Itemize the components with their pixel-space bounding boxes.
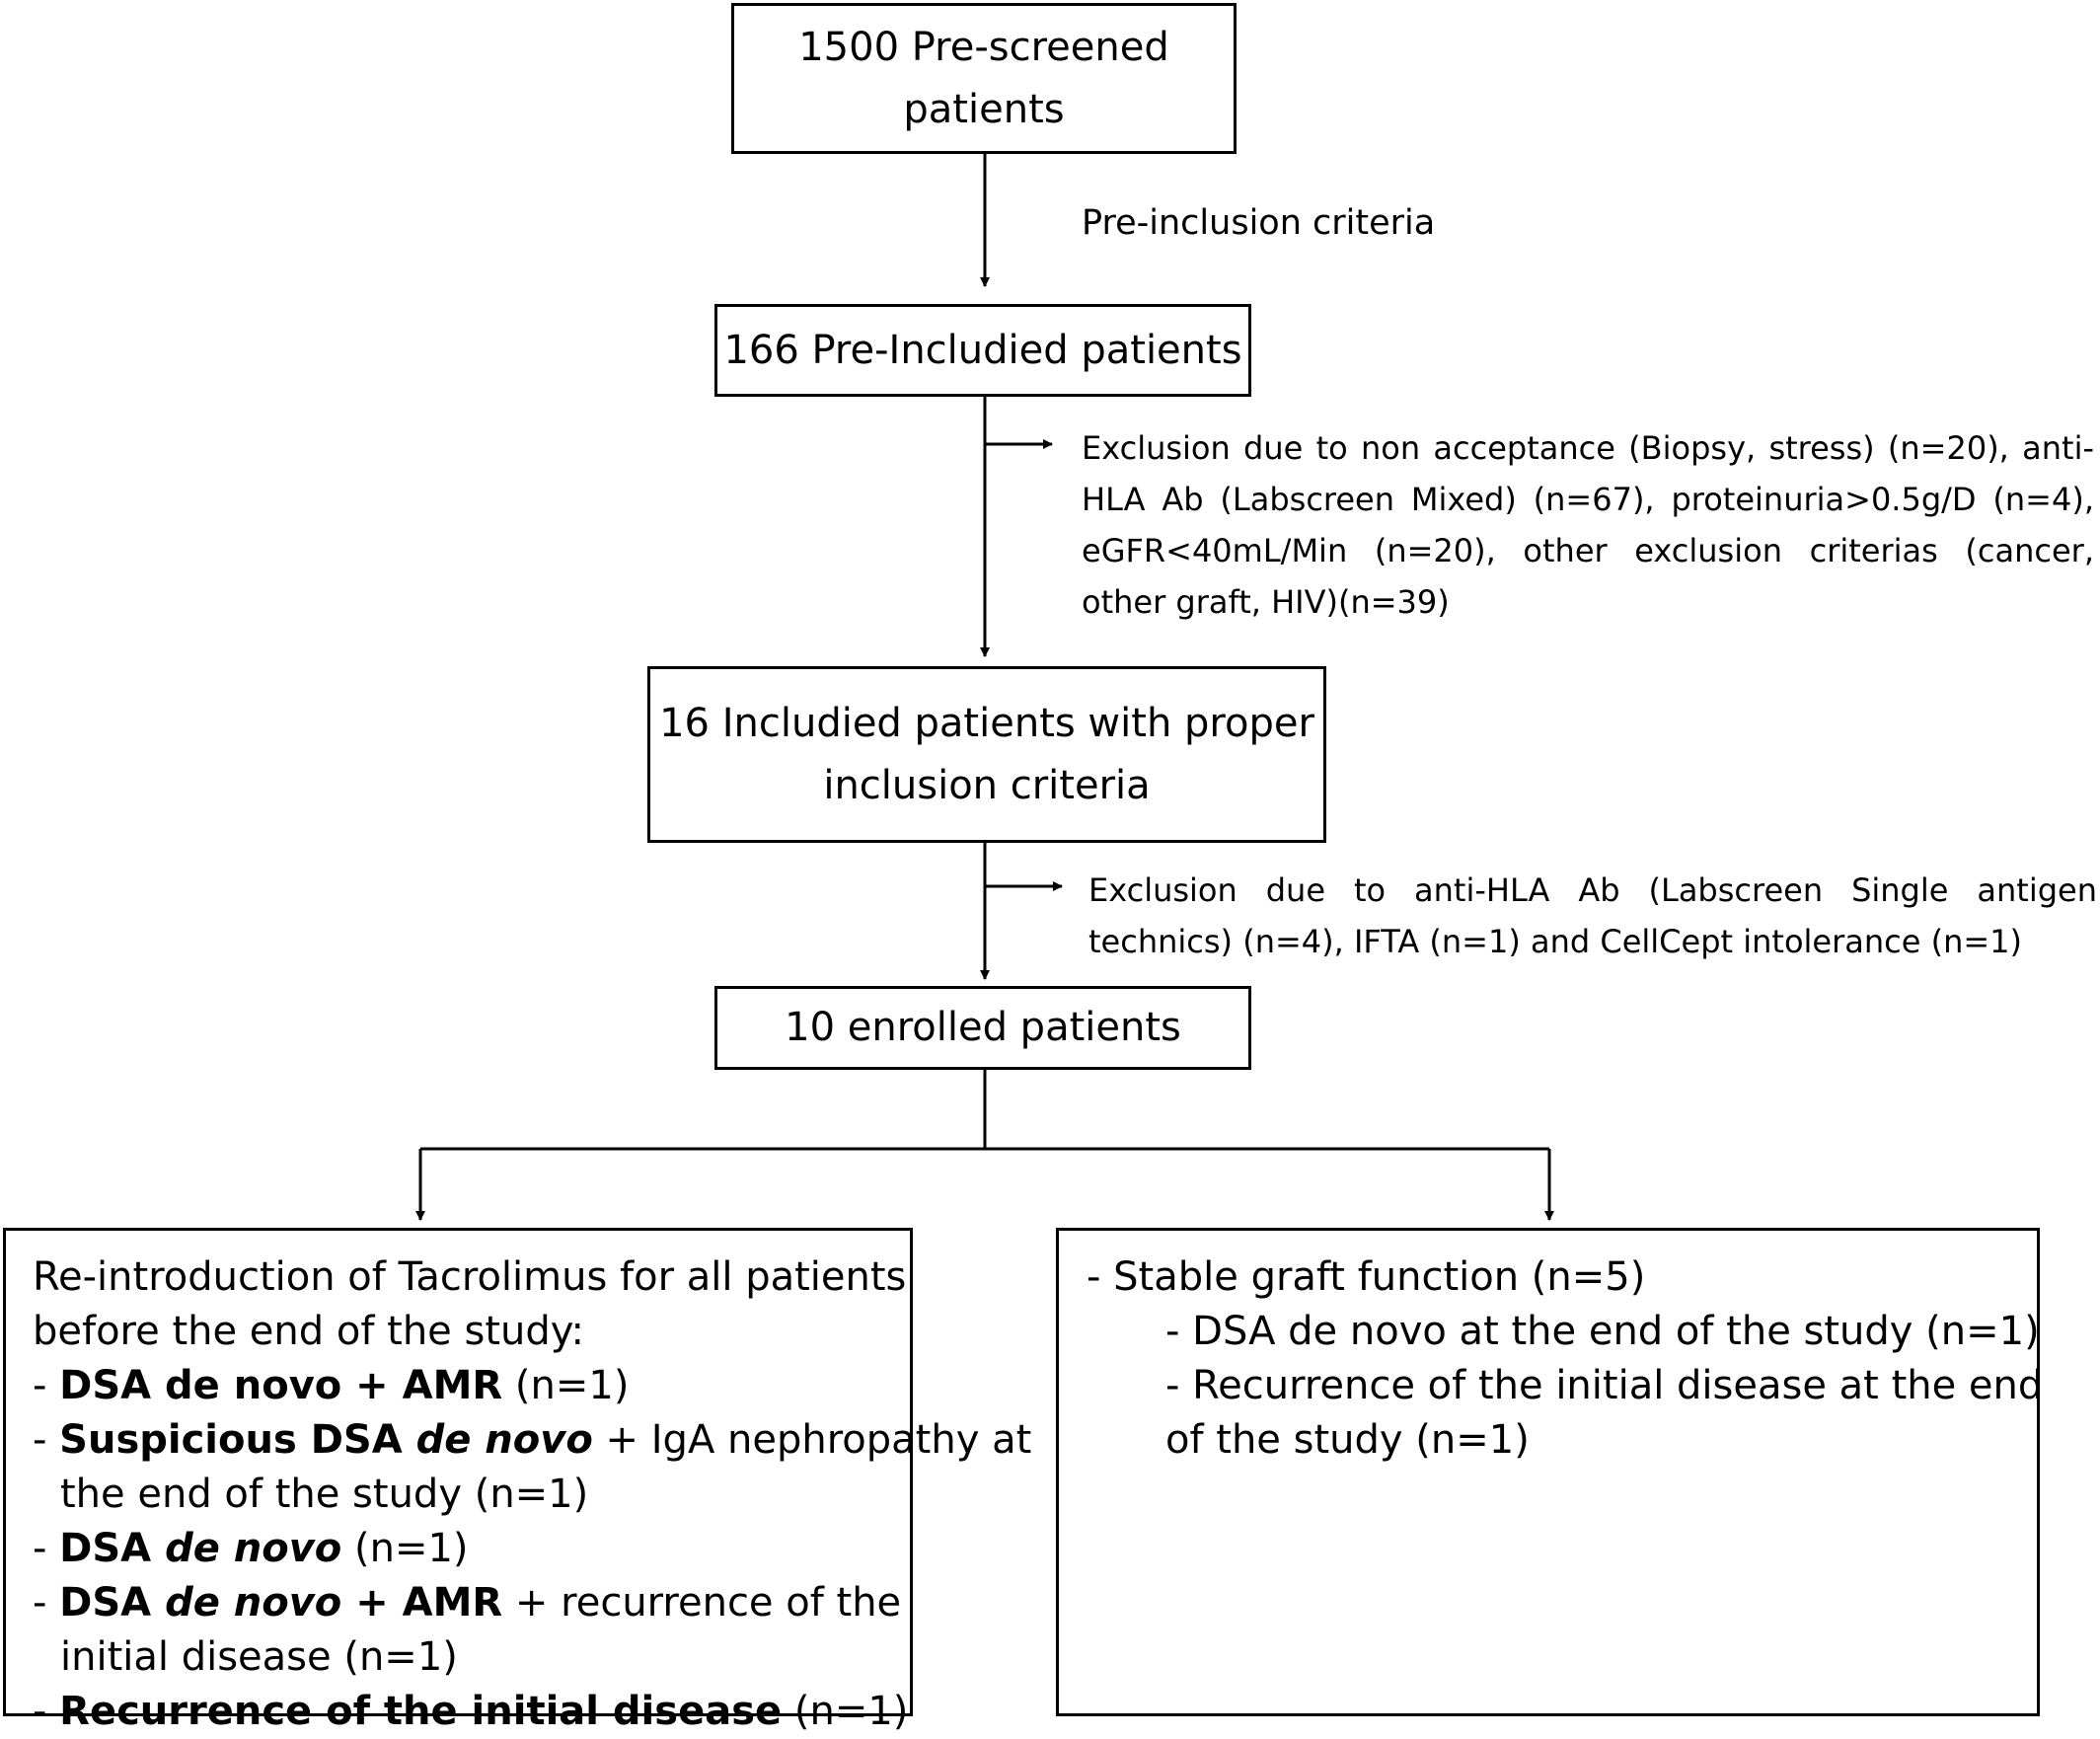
box-left-outcomes: Re-introduction of Tacrolimus for all pa…: [3, 1228, 1032, 1734]
prescreened-line-2: patients: [903, 86, 1065, 132]
left-item-1: - DSA de novo + AMR (n=1): [33, 1363, 630, 1408]
left-item-3: - DSA de novo (n=1): [33, 1526, 469, 1571]
left-item-4: - DSA de novo + AMR + recurrence of the: [33, 1580, 902, 1626]
left-item-2-cont: the end of the study (n=1): [60, 1472, 589, 1517]
enrolled-label: 10 enrolled patients: [785, 1005, 1181, 1050]
right-line-3: - Recurrence of the initial disease at t…: [1165, 1363, 2044, 1408]
included-line-2: inclusion criteria: [823, 762, 1151, 808]
included-line-1: 16 Includied patients with proper: [659, 700, 1314, 746]
left-intro-line-1: Re-introduction of Tacrolimus for all pa…: [33, 1254, 907, 1300]
preincluded-label: 166 Pre-Includied patients: [723, 327, 1242, 373]
right-line-2: - DSA de novo at the end of the study (n…: [1165, 1309, 2040, 1354]
left-item-4-cont: initial disease (n=1): [60, 1634, 458, 1680]
prescreened-line-1: 1500 Pre-screened: [798, 24, 1169, 70]
box-right-outcomes: - Stable graft function (n=5) - DSA de n…: [1056, 1228, 2044, 1716]
box-enrolled: 10 enrolled patients: [714, 986, 1251, 1070]
right-line-1: - Stable graft function (n=5): [1087, 1254, 1646, 1300]
box-included: 16 Includied patients with proper inclus…: [647, 666, 1326, 843]
left-item-2: - Suspicious DSA de novo + IgA nephropat…: [33, 1417, 1032, 1463]
exclusion-note-2: Exclusion due to anti-HLA Ab (Labscreen …: [1088, 871, 2097, 960]
pre-inclusion-label: Pre-inclusion criteria: [1082, 203, 1436, 243]
left-intro-line-2: before the end of the study:: [33, 1309, 585, 1354]
right-line-4: of the study (n=1): [1165, 1417, 1530, 1463]
left-item-5: - Recurrence of the initial disease (n=1…: [33, 1689, 909, 1734]
box-prescreened: 1500 Pre-screened patients: [731, 3, 1237, 154]
box-preincluded: 166 Pre-Includied patients: [714, 304, 1251, 397]
exclusion-note-1: Exclusion due to non acceptance (Biopsy,…: [1082, 429, 2094, 621]
